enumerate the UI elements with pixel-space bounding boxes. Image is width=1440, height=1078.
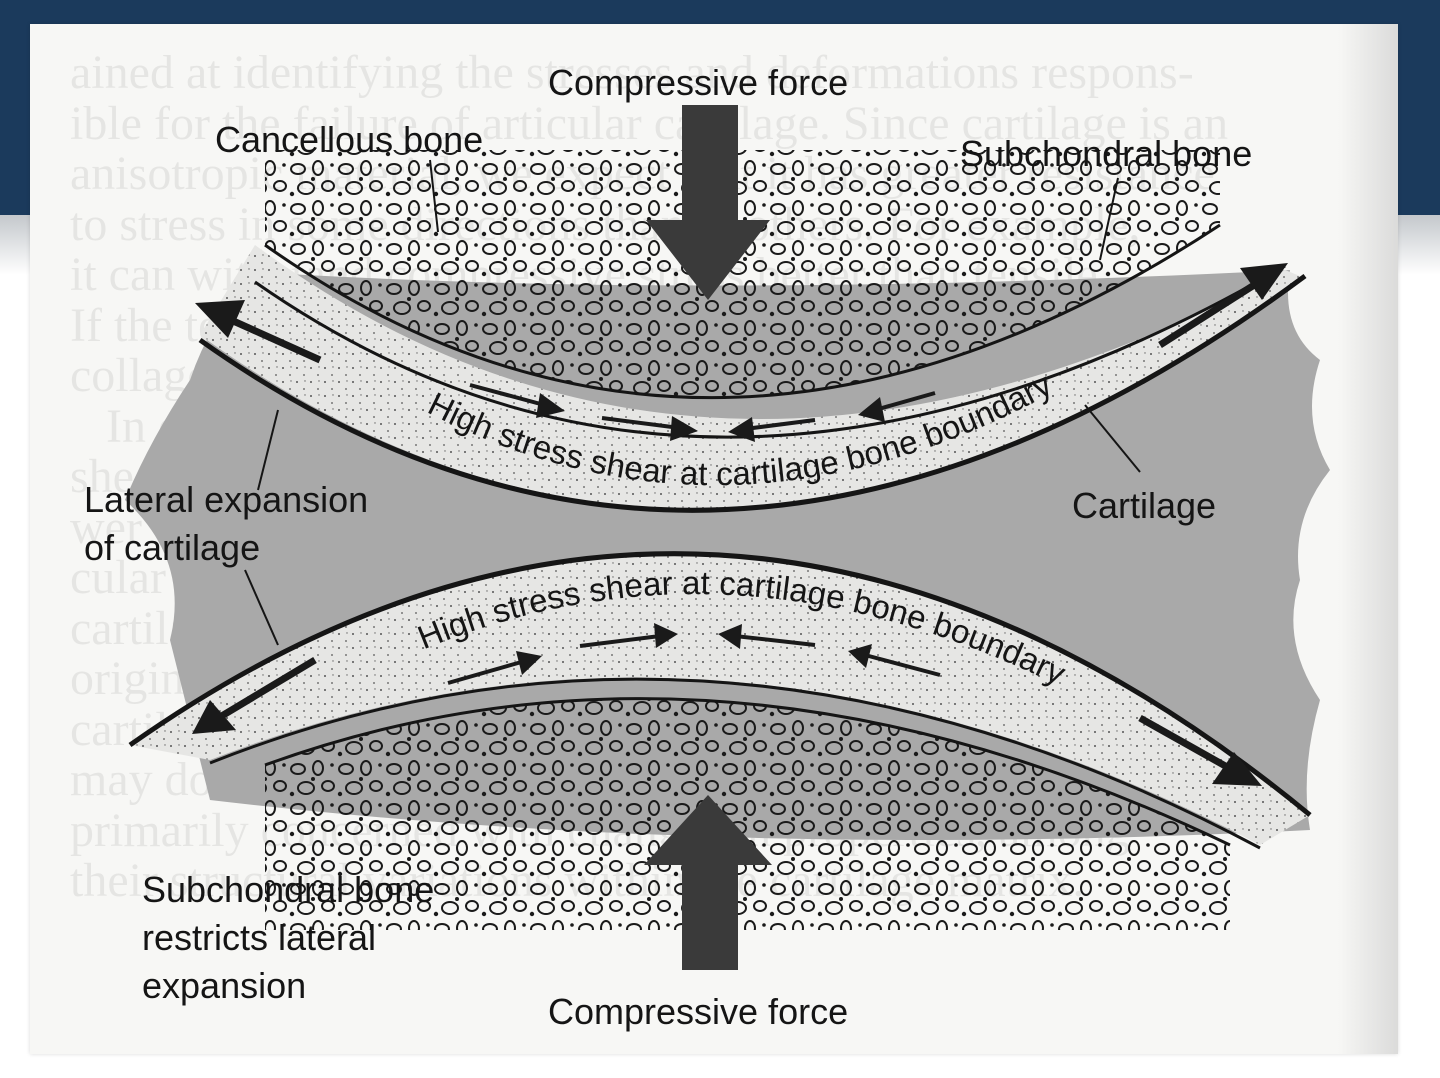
lateral-expansion-label: Lateral expansion bbox=[84, 479, 368, 520]
restricts-label-3: expansion bbox=[142, 965, 306, 1006]
subchondral-bone-label: Subchondral bone bbox=[960, 133, 1252, 174]
compressive-force-label-bottom: Compressive force bbox=[548, 991, 848, 1032]
lateral-arrows bbox=[192, 263, 1288, 786]
top-bone-boundary bbox=[254, 264, 1286, 439]
restricts-label-1: Subchondral bone bbox=[142, 869, 434, 910]
cartilage-label: Cartilage bbox=[1072, 485, 1216, 526]
bottom-bone-boundary bbox=[209, 677, 1261, 850]
top-cartilage-stipple bbox=[200, 245, 1305, 510]
bottom-cartilage-surface bbox=[128, 551, 1312, 817]
compressive-force-label-top: Compressive force bbox=[548, 62, 848, 103]
top-subchondral-line bbox=[264, 223, 1221, 400]
pointer-lines bbox=[244, 159, 1141, 646]
top-cartilage-surface bbox=[198, 273, 1307, 513]
bottom-subchondral-line bbox=[264, 697, 1231, 847]
compressive-force-arrow-bottom bbox=[644, 795, 772, 970]
restricts-label-2: restricts lateral bbox=[142, 917, 376, 958]
cancellous-bone-label: Cancellous bone bbox=[215, 119, 483, 160]
shear-arrows bbox=[447, 383, 941, 685]
lateral-expansion-label-2: of cartilage bbox=[84, 527, 260, 568]
compressive-force-arrow-top bbox=[646, 105, 770, 300]
page-edge-shade bbox=[1338, 24, 1398, 1054]
bottom-cartilage-stipple bbox=[130, 553, 1310, 845]
